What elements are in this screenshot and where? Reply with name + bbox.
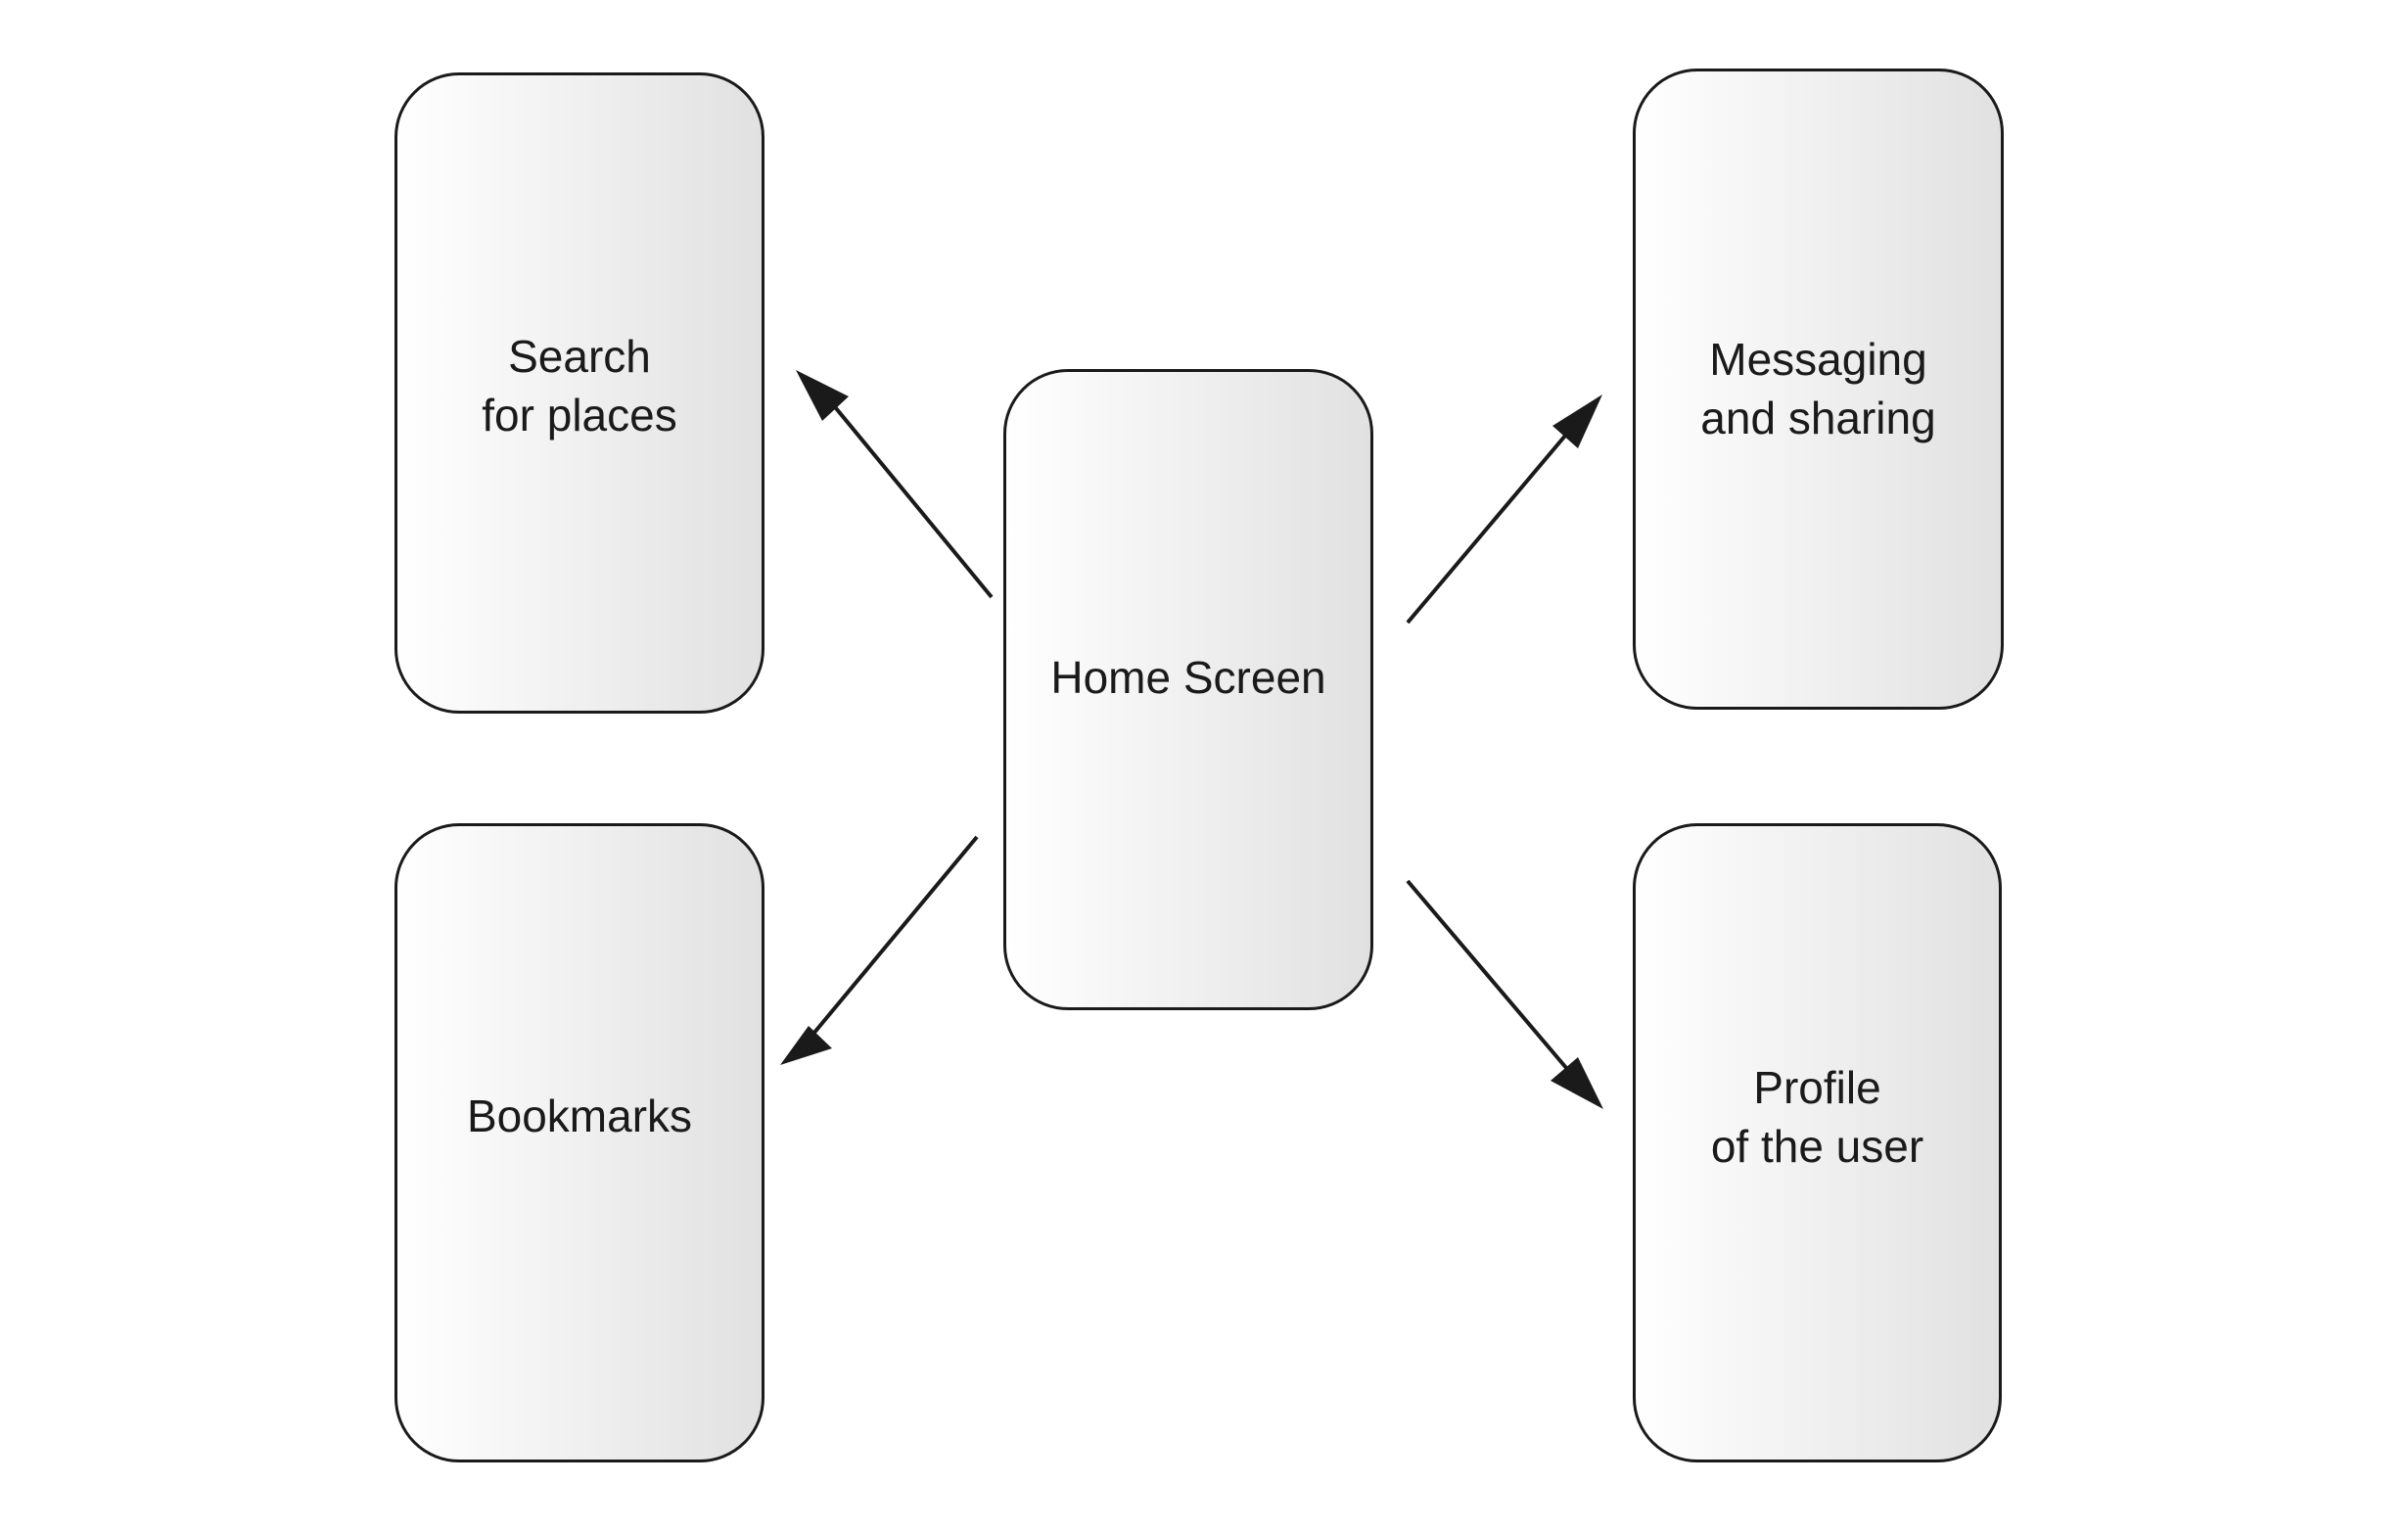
- bookmarks-screen-box: Bookmarks: [394, 823, 764, 1462]
- arrow-to-search: [796, 370, 994, 599]
- arrow-to-bookmarks: [780, 835, 979, 1065]
- profile-screen-box: Profile of the user: [1633, 823, 2002, 1462]
- messaging-screen-box: Messaging and sharing: [1633, 69, 2004, 710]
- messaging-screen-label: Messaging and sharing: [1700, 334, 1936, 443]
- search-screen-label: Search for places: [482, 331, 677, 440]
- profile-screen-label: Profile of the user: [1710, 1062, 1924, 1172]
- arrow-to-profile: [1406, 879, 1603, 1109]
- home-screen-box: Home Screen: [1003, 369, 1373, 1010]
- arrow-to-messaging: [1406, 394, 1602, 625]
- bookmarks-screen-label: Bookmarks: [466, 1090, 693, 1141]
- search-screen-box: Search for places: [394, 72, 764, 714]
- home-screen-label: Home Screen: [1050, 652, 1326, 703]
